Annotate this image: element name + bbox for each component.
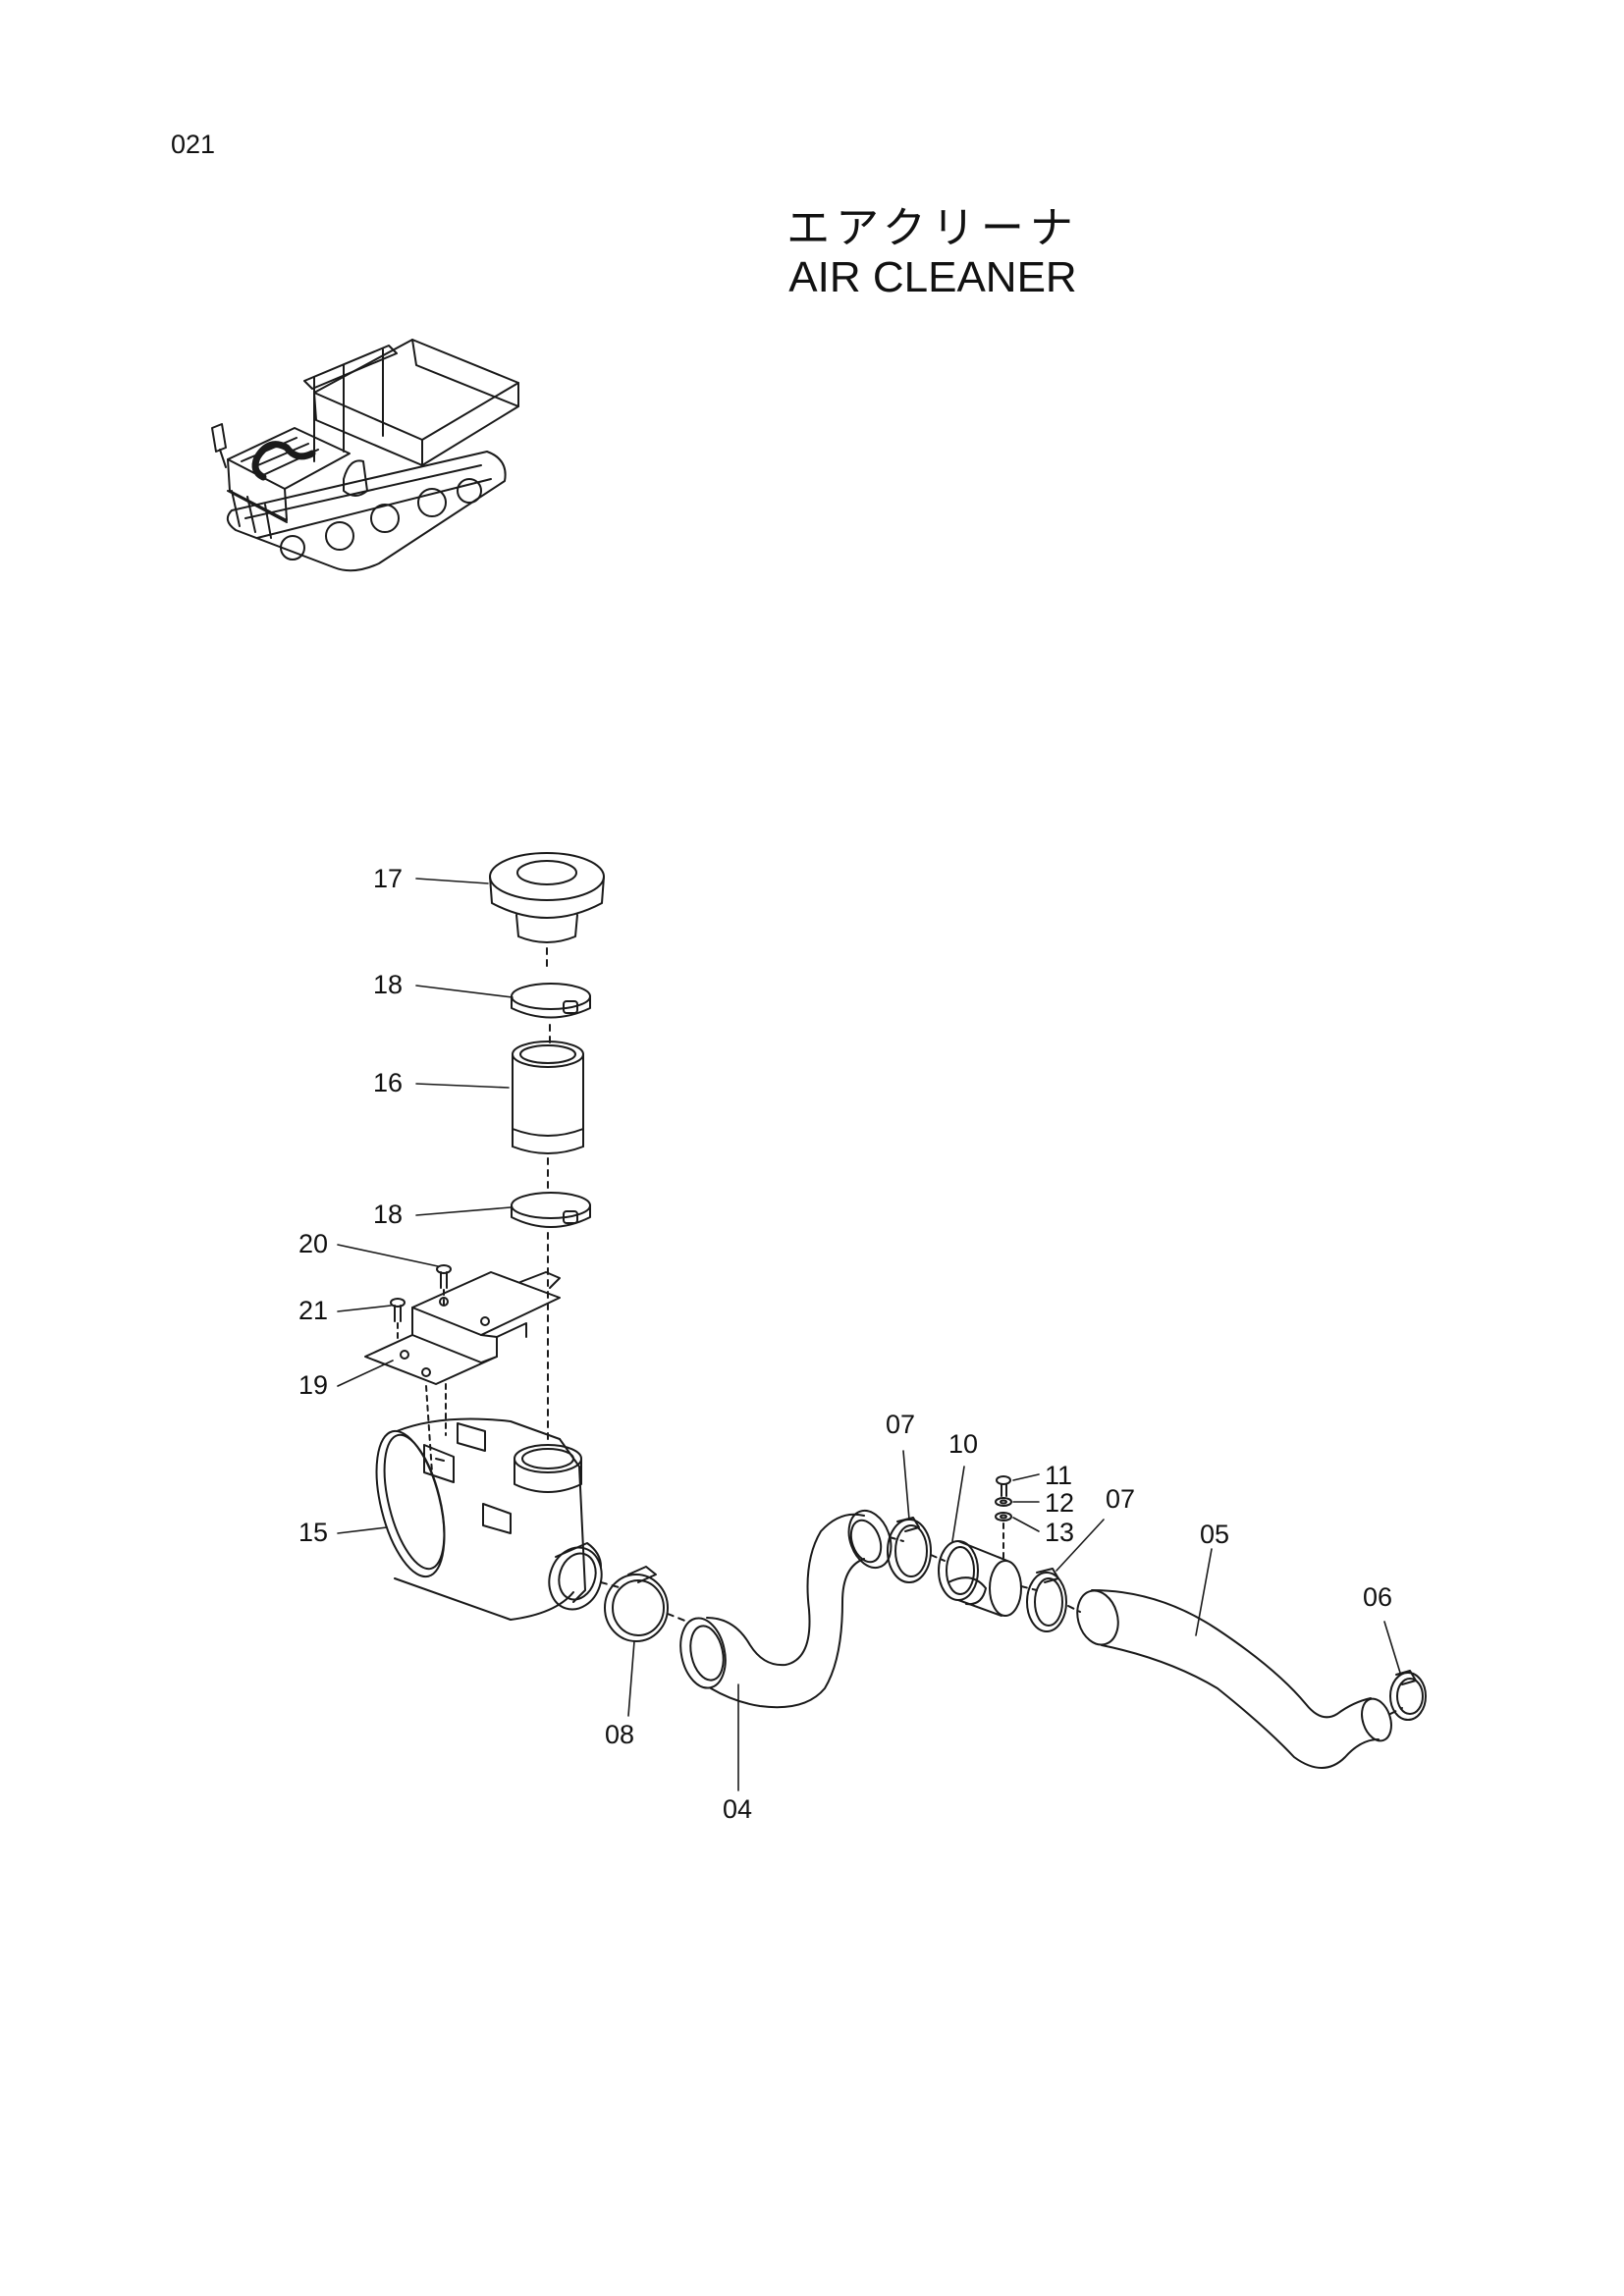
callout-04: 04 <box>723 1794 752 1824</box>
callout-12: 12 <box>1045 1488 1074 1518</box>
part-19-bracket <box>364 1271 561 1385</box>
leader-lines <box>337 878 1401 1791</box>
part-20-bolt <box>436 1264 452 1289</box>
part-21-bolt <box>390 1298 406 1322</box>
part-13-washer <box>995 1512 1012 1522</box>
callout-20: 20 <box>298 1229 328 1258</box>
part-10-adapter <box>938 1540 1022 1617</box>
part-18-hose-band-lower <box>511 1192 591 1228</box>
callout-05: 05 <box>1200 1520 1229 1549</box>
callout-11: 11 <box>1045 1461 1072 1490</box>
callout-16: 16 <box>373 1068 403 1097</box>
callout-labels: 17 18 16 18 20 21 19 15 08 04 07 10 11 1… <box>298 864 1392 1824</box>
part-12-washer <box>995 1497 1012 1507</box>
callout-15: 15 <box>298 1518 328 1547</box>
title-japanese: エアクリーナ <box>786 203 1079 253</box>
part-08-hose-clamp <box>604 1566 669 1642</box>
part-11-screw <box>996 1475 1011 1497</box>
part-04-elbow-hose <box>679 1509 893 1709</box>
callout-13: 13 <box>1045 1518 1074 1547</box>
callout-19: 19 <box>298 1370 328 1400</box>
callout-10: 10 <box>948 1429 978 1459</box>
callout-07-right: 07 <box>1106 1484 1135 1514</box>
callout-08: 08 <box>605 1720 634 1749</box>
page-number: 021 <box>171 130 216 159</box>
part-16-connector-pipe <box>512 1041 584 1154</box>
machine-thumbnail <box>211 339 519 572</box>
title-english: AIR CLEANER <box>788 253 1077 301</box>
callout-07-left: 07 <box>886 1410 915 1439</box>
callout-18-lower: 18 <box>373 1200 403 1229</box>
callout-18-upper: 18 <box>373 970 403 999</box>
part-18-hose-band-upper <box>511 983 591 1019</box>
part-05-long-hose <box>1076 1589 1392 1769</box>
callout-06: 06 <box>1363 1582 1392 1612</box>
part-07-hose-clamp-right <box>1026 1568 1067 1632</box>
part-17-precleaner-cap <box>489 852 605 943</box>
callout-17: 17 <box>373 864 403 893</box>
callout-21: 21 <box>298 1296 328 1325</box>
part-07-hose-clamp-left <box>887 1517 932 1583</box>
part-06-hose-clamp <box>1389 1670 1427 1721</box>
part-15-air-cleaner-body <box>375 1417 603 1621</box>
